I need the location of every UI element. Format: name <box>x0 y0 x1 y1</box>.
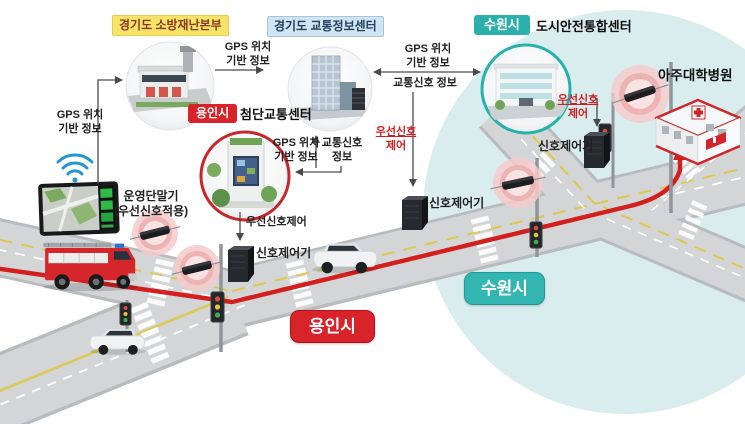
priority-mid-line1: 우선신호 <box>375 126 417 138</box>
gps-info-label-right: GPS 위치 기반 정보 <box>404 43 452 69</box>
priority-mid-line2: 제어 <box>385 139 407 152</box>
beacons <box>129 65 669 291</box>
priority-control-label-mid: 우선신호 제어 <box>376 126 416 154</box>
suwon-badge-small: 수원시 <box>474 15 530 36</box>
fire-hq-tag: 경기도 소방재난본부 <box>112 15 229 36</box>
white-car <box>89 329 146 355</box>
arrow-terminal-to-hq <box>97 76 123 184</box>
controller-label-2: 신호제어기 <box>429 196 485 210</box>
traffic-center-vignette <box>287 46 373 132</box>
red-route-path <box>0 146 687 305</box>
suwon-badge-large: 수원시 <box>464 272 545 306</box>
flow-arrows <box>97 66 601 241</box>
beacon-circle <box>490 158 546 208</box>
gps-info-label-top: GPS 위치 기반 정보 <box>224 41 272 67</box>
yongin-badge-large: 용인시 <box>290 310 375 344</box>
operations-tablet <box>38 181 120 236</box>
yongin-center-label: 첨단교통센터 <box>240 107 312 122</box>
hospital-building <box>654 98 742 166</box>
yongin-center-vignette <box>199 130 291 222</box>
suwon-center-label: 도시안전통합센터 <box>536 19 632 34</box>
signal-info-label-mid: 교통신호 정보 <box>321 137 363 163</box>
priority-control-label-black: 우선신호제어 <box>246 216 307 228</box>
controller-label-3: 신호제어기 <box>538 139 594 153</box>
wifi-icon <box>56 153 94 183</box>
beacon-circle <box>171 245 223 291</box>
terminal-label: 운영단말기 (우선신호적용) <box>113 189 189 218</box>
signal-controller-cabinet-3 <box>584 132 610 168</box>
gps-info-label-left: GPS 위치 기반 정보 <box>56 109 104 135</box>
signal-controller-cabinet-1 <box>228 246 254 282</box>
beacon-circle <box>611 65 669 123</box>
arrow-to-yongin-circle <box>295 166 342 176</box>
priority-right-line1: 우선신호 <box>557 94 599 106</box>
white-car <box>312 243 378 274</box>
signal-controller-cabinet-2 <box>402 196 428 230</box>
beacon-circle <box>129 210 181 256</box>
traffic-center-tag: 경기도 교통정보센터 <box>267 16 384 37</box>
priority-right-line2: 제어 <box>567 107 589 120</box>
yongin-badge-small: 용인시 <box>188 104 238 123</box>
priority-control-label-right: 우선신호 제어 <box>558 94 598 122</box>
fire-truck <box>43 242 139 292</box>
suwon-center-vignette <box>480 43 572 135</box>
controller-label-1: 신호제어기 <box>256 246 312 260</box>
signal-info-label-right: 교통신호 정보 <box>393 77 457 89</box>
gps-info-label-mid: GPS 위치 기반 정보 <box>272 137 320 163</box>
hospital-label: 아주대학병원 <box>658 68 733 83</box>
